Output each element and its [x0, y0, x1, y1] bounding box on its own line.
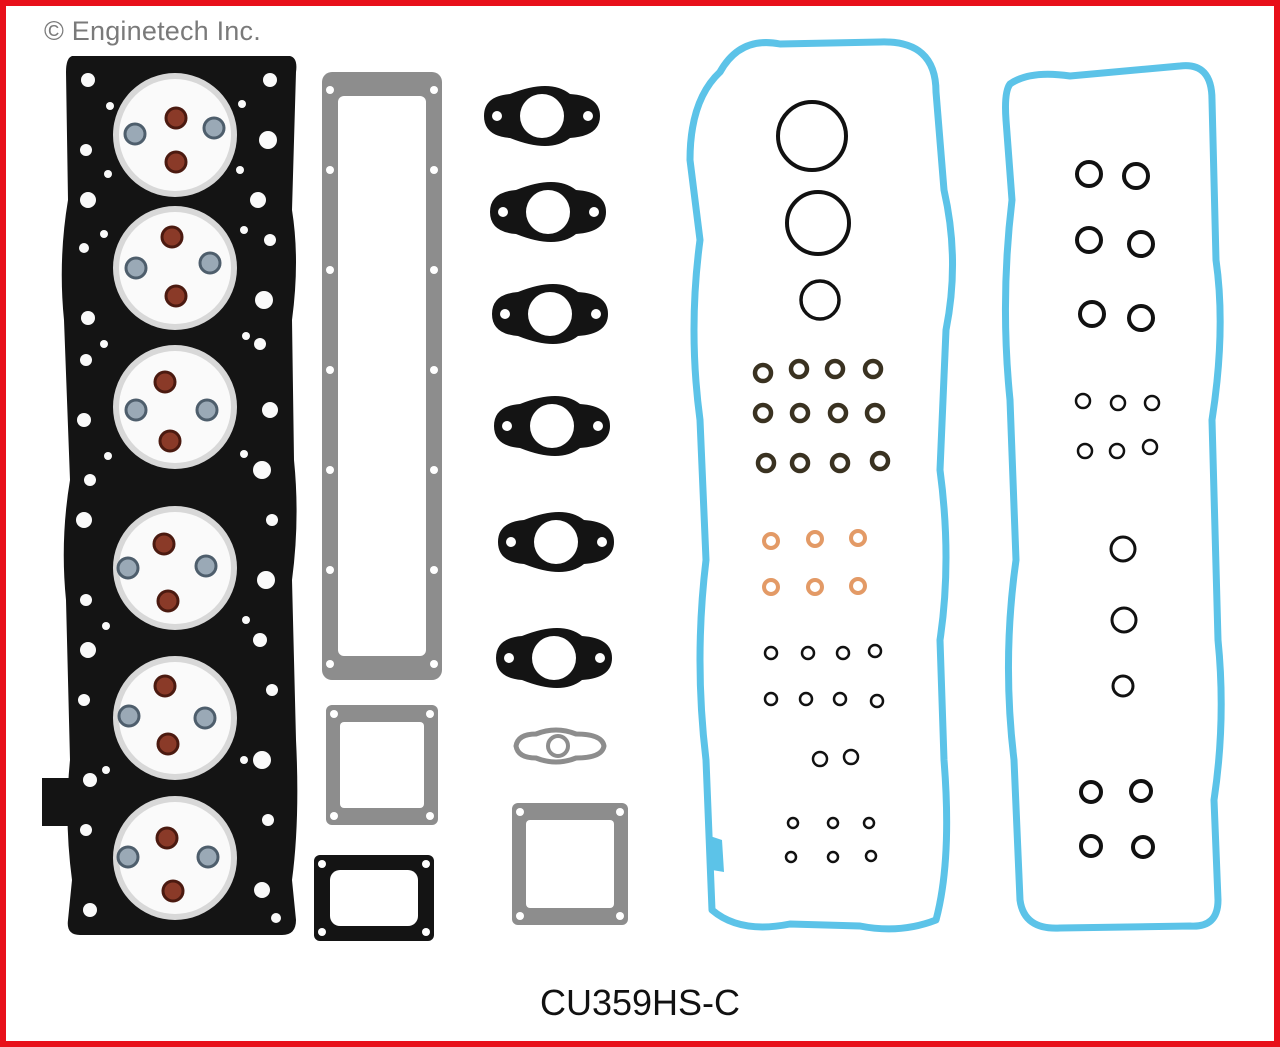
intake-manifold-gasket: [322, 72, 442, 680]
square-gasket-2: [512, 803, 628, 925]
cylinder-bore: [113, 73, 237, 197]
flange-gasket-icon: [498, 512, 614, 572]
square-gasket-1: [326, 705, 438, 825]
cylinder-head-gasket: [42, 56, 298, 935]
flange-gasket-icon: [494, 396, 610, 456]
o-rings-right: [1074, 160, 1161, 859]
valve-cover-gasket-left: [686, 38, 956, 933]
exhaust-manifold-gaskets: [484, 86, 614, 765]
coolant-holes: [76, 73, 281, 923]
o-rings-left: [752, 100, 891, 864]
cylinder-bores: [113, 206, 237, 920]
turbo-gasket: [314, 855, 434, 941]
part-number-label: CU359HS-C: [539, 982, 741, 1023]
copper-washers: [762, 529, 867, 596]
valve-cover-gasket-right: [1001, 62, 1225, 932]
flange-gasket-icon: [492, 284, 608, 344]
flange-gasket-icon: [490, 182, 606, 242]
valve-stem-seals: [116, 106, 226, 903]
flange-gasket-icon: [484, 86, 600, 146]
small-flange-gasket: [513, 727, 607, 765]
copyright-text: © Enginetech Inc.: [44, 16, 261, 46]
flange-gasket-icon: [496, 628, 612, 688]
